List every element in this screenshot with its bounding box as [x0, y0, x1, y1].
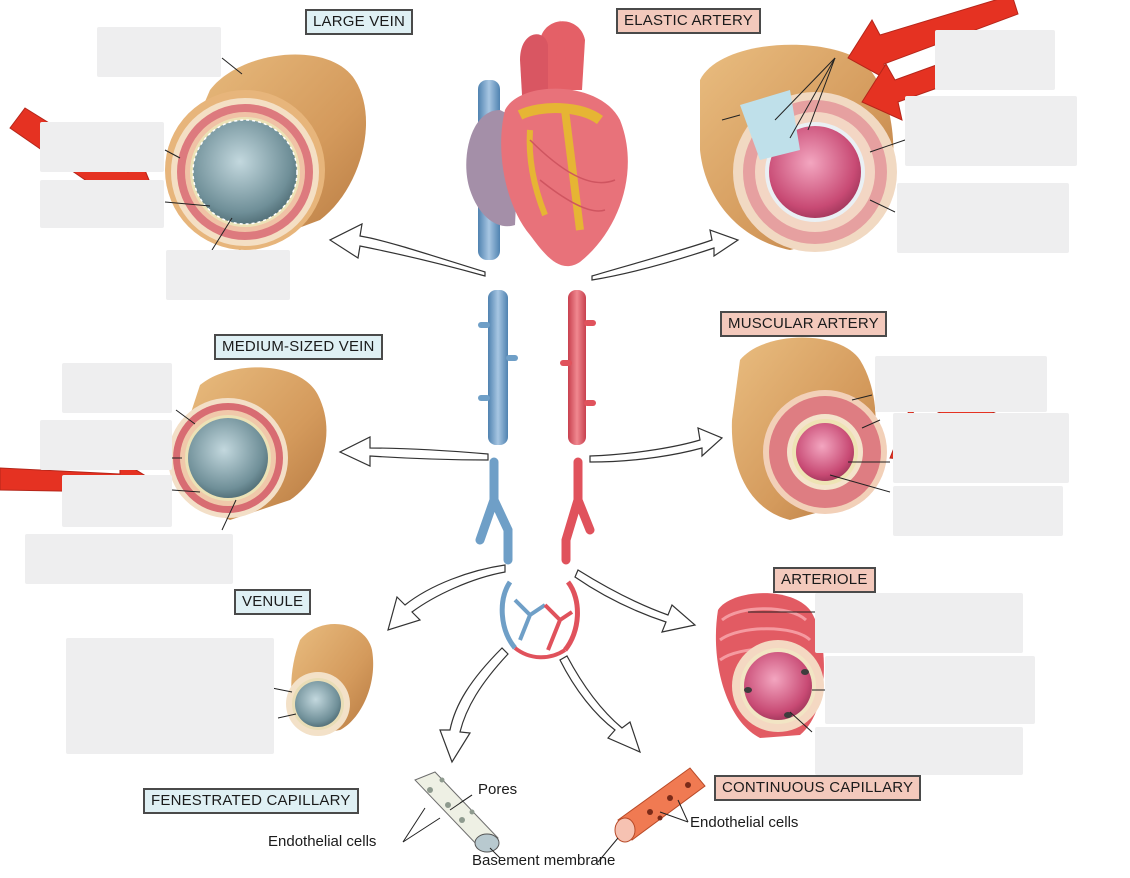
arrow-to-muscular-artery	[589, 427, 724, 463]
arrow-to-medium-vein	[338, 436, 489, 467]
arrow-to-large-vein	[328, 222, 486, 277]
blank-label-box	[875, 356, 1047, 412]
basement-membrane-label: Basement membrane	[472, 852, 616, 869]
flow-arrows	[328, 222, 740, 764]
continuous-capillary-title: CONTINUOUS CAPILLARY	[714, 775, 922, 801]
blank-label-box	[62, 363, 172, 413]
large-vein-title: LARGE VEIN	[305, 9, 414, 35]
large-vein-illustration	[164, 54, 367, 251]
capillary-bed	[499, 580, 580, 660]
arteriole-illustration	[715, 593, 828, 738]
endothelial-cells-label-left: Endothelial cells	[268, 833, 377, 850]
muscular-artery-illustration	[731, 337, 891, 520]
arrow-to-continuous	[559, 655, 641, 754]
blank-label-box	[25, 534, 233, 584]
blank-label-box	[825, 656, 1035, 724]
venule-title: VENULE	[234, 589, 312, 615]
blank-label-box	[815, 727, 1023, 775]
blank-label-box	[97, 27, 221, 77]
central-vein-segment	[475, 290, 518, 565]
blank-label-box	[815, 593, 1023, 653]
heart-illustration	[466, 20, 628, 267]
continuous-capillary-illustration	[597, 767, 706, 863]
medium-vein-title: MEDIUM-SIZED VEIN	[214, 334, 383, 360]
arrow-to-elastic-artery	[591, 229, 740, 281]
arrow-to-fenestrated	[439, 647, 509, 764]
venule-illustration	[271, 623, 374, 736]
arteriole-title: ARTERIOLE	[773, 567, 876, 593]
medium-vein-illustration	[165, 367, 327, 531]
central-artery-segment	[560, 290, 596, 565]
fenestrated-capillary-illustration	[402, 771, 501, 859]
arrow-to-arteriole	[574, 569, 697, 633]
blank-label-box	[166, 250, 290, 300]
blank-label-box	[893, 413, 1069, 483]
blank-label-box	[66, 638, 274, 754]
muscular-artery-title: MUSCULAR ARTERY	[720, 311, 887, 337]
pores-label: Pores	[478, 781, 518, 798]
blank-label-box	[40, 122, 164, 172]
blank-label-box	[40, 180, 164, 228]
blank-label-box	[40, 420, 172, 470]
endothelial-cells-label-right: Endothelial cells	[690, 814, 799, 831]
blank-label-box	[905, 96, 1077, 166]
blank-label-box	[935, 30, 1055, 90]
fenestrated-capillary-title: FENESTRATED CAPILLARY	[143, 788, 359, 814]
blank-label-box	[893, 486, 1063, 536]
blank-label-box	[62, 475, 172, 527]
elastic-artery-title: ELASTIC ARTERY	[616, 8, 761, 34]
blank-label-box	[897, 183, 1069, 253]
elastic-artery-illustration	[700, 44, 906, 252]
arrow-to-venule	[387, 564, 506, 631]
